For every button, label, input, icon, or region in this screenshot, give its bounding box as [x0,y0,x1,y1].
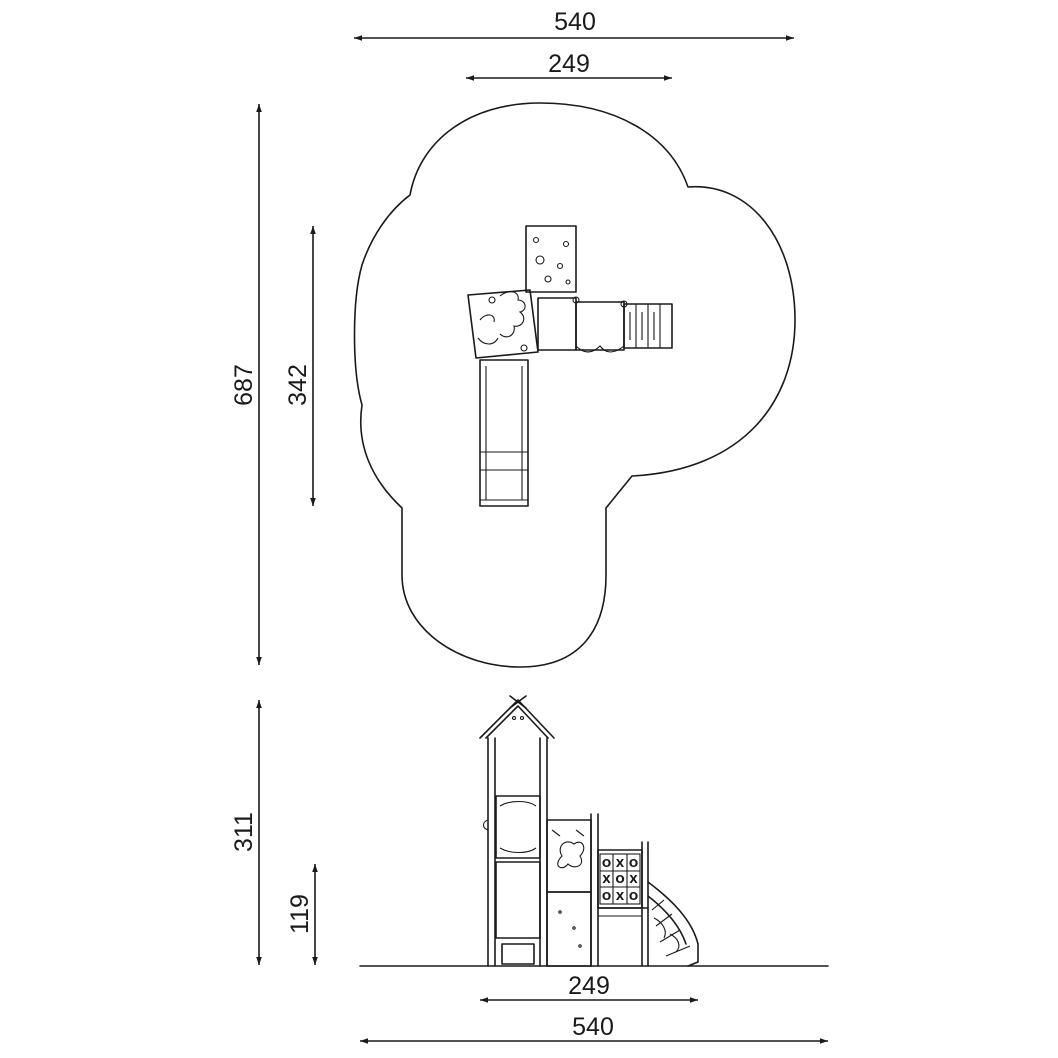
svg-text:687: 687 [230,364,258,406]
svg-text:540: 540 [554,8,596,36]
svg-text:540: 540 [572,1013,614,1041]
tower-roof [467,289,539,359]
panel-cell: X [616,890,625,903]
dim-plan-width-total: 540 [354,8,794,41]
steps [623,303,673,349]
panel-cell: O [602,890,611,903]
elevation-view: O X O X O X O X O 311 119 [230,695,829,1044]
dim-plan-height-structure: 342 [284,226,316,506]
dim-elev-height-platform: 119 [286,864,318,965]
svg-text:249: 249 [548,50,590,78]
svg-text:119: 119 [286,894,314,934]
panel-cell: X [629,873,638,886]
panel-cell: O [629,890,638,903]
panel-cell: O [602,857,611,870]
tower-panels [482,795,541,965]
svg-text:342: 342 [284,364,312,406]
stairs-elevation [647,881,699,967]
slide [479,359,529,507]
panel-cell: O [615,873,624,886]
tower-roof-elevation [479,695,555,739]
dim-plan-width-structure: 249 [466,50,672,81]
climbing-wall [525,225,577,293]
tic-tac-toe-panel: O X O X O X O X O [597,841,649,967]
svg-text:249: 249 [568,972,610,1000]
dim-elev-width-total: 540 [360,1013,828,1044]
dim-elev-height-total: 311 [230,700,262,965]
dim-elev-width-structure: 249 [480,972,698,1003]
platform [537,297,577,351]
bridge-section [572,296,628,353]
platform-elevation [546,813,599,967]
plan-view: 540 249 687 342 [230,8,796,668]
safety-zone-outline [353,102,796,668]
panel-cell: X [616,857,625,870]
panel-cell: O [629,857,638,870]
dim-plan-height-total: 687 [230,104,262,665]
svg-text:311: 311 [230,812,258,852]
panel-cell: X [602,873,611,886]
